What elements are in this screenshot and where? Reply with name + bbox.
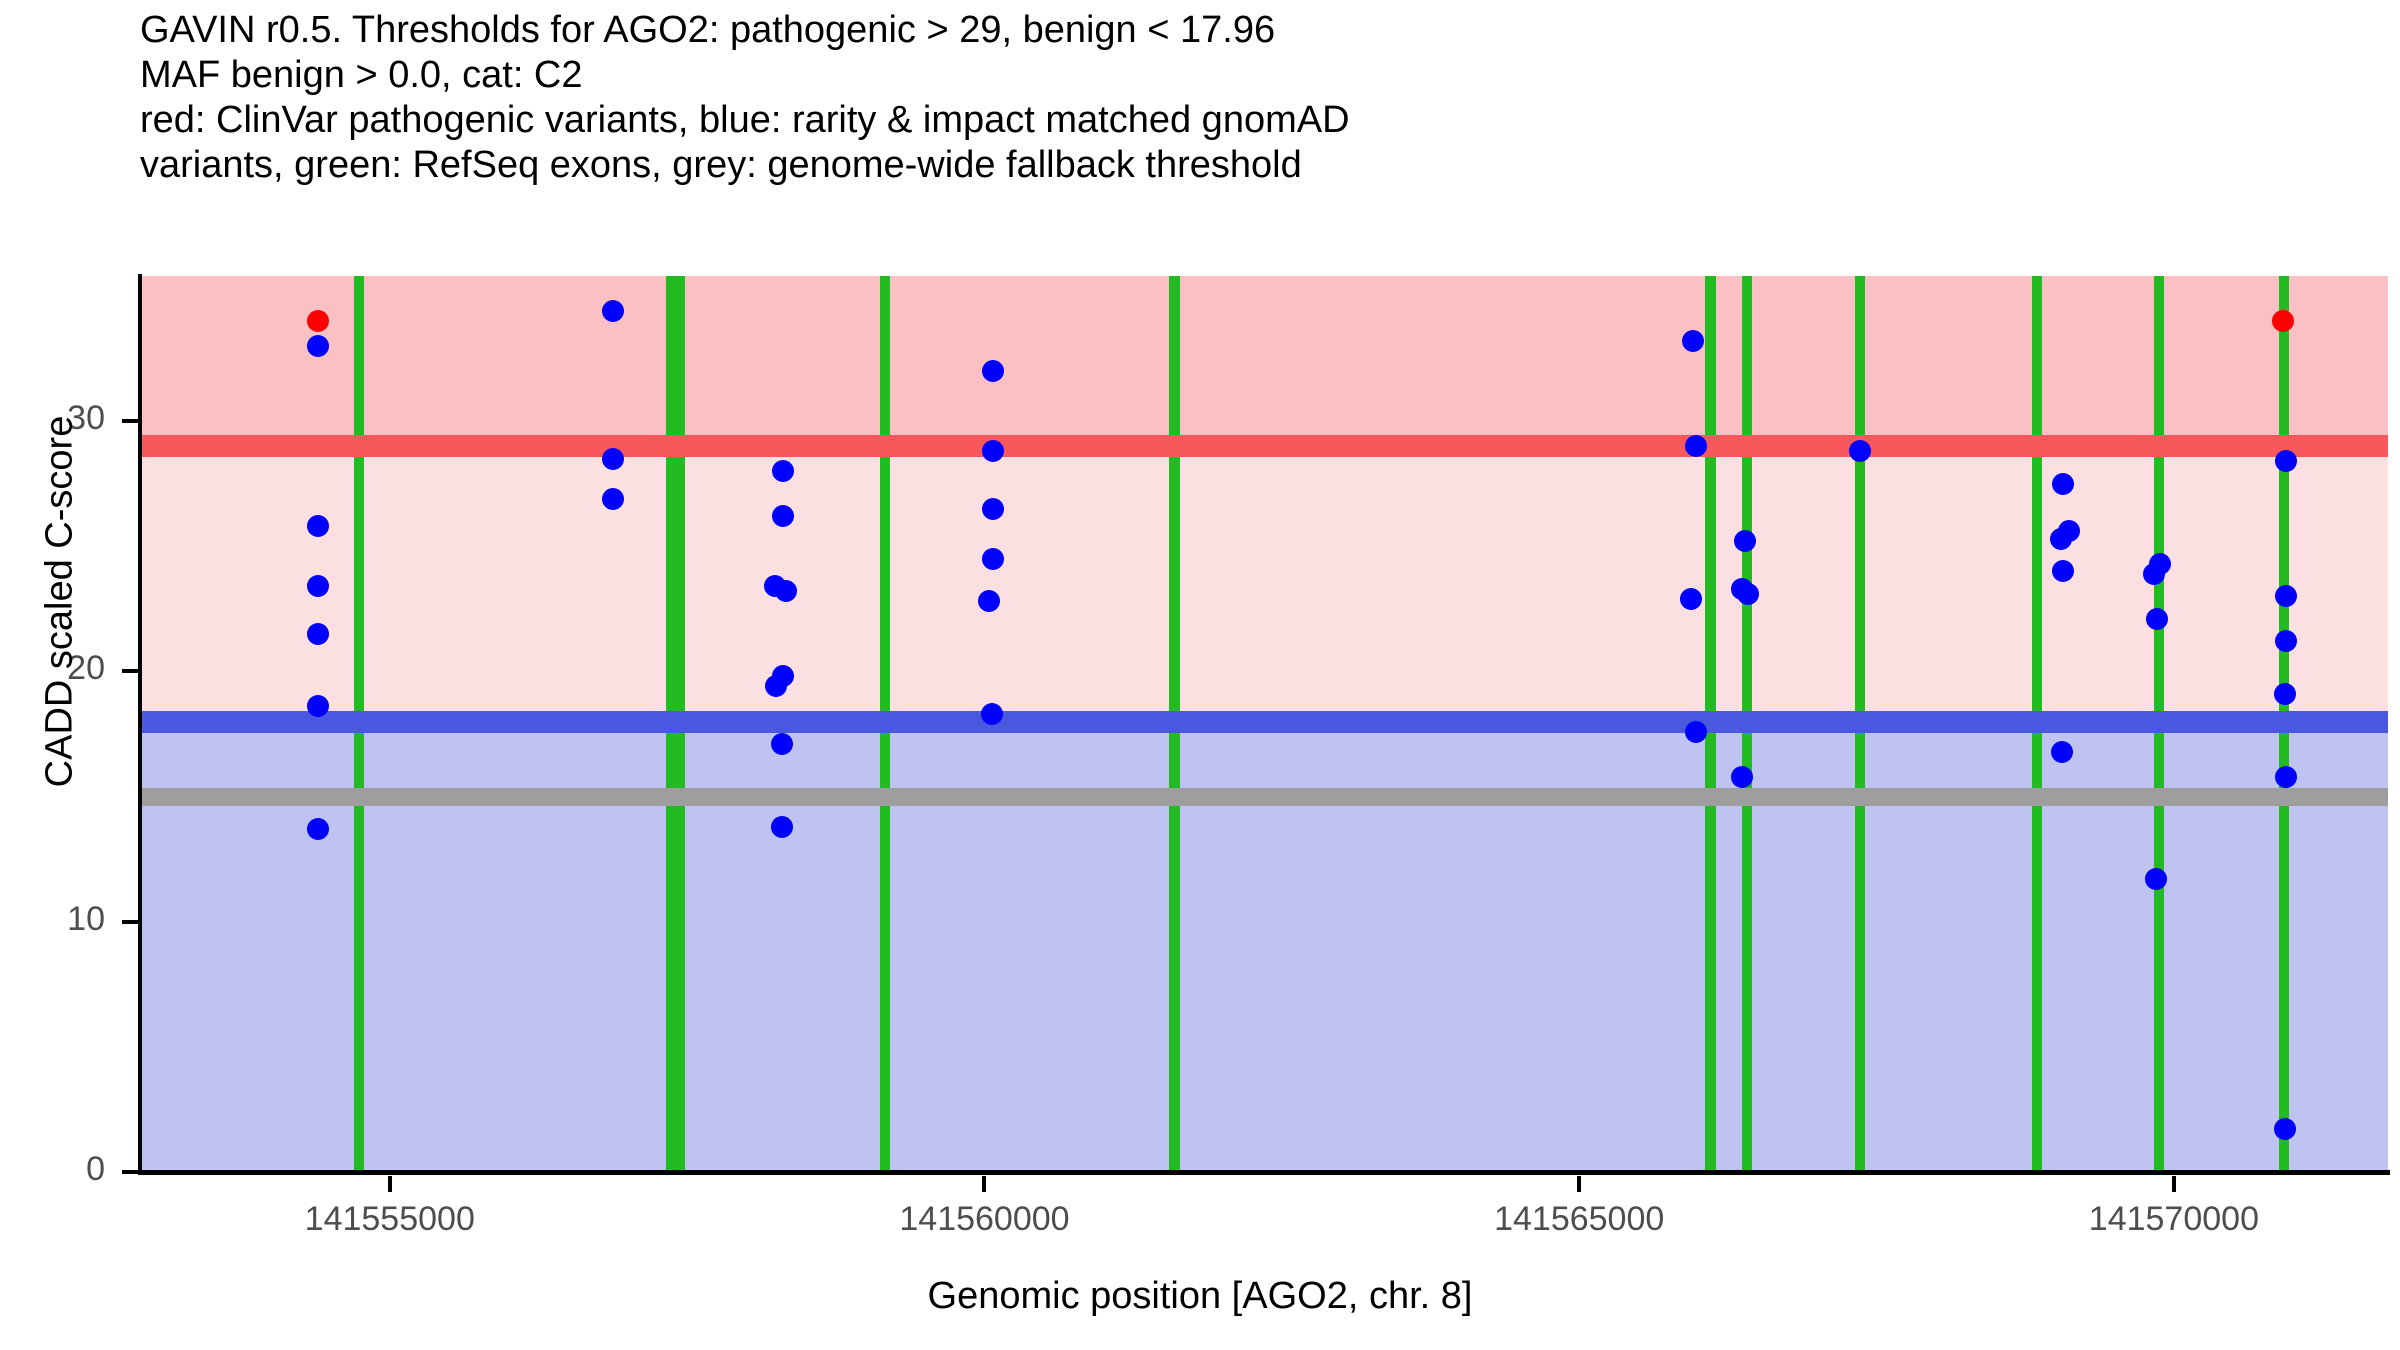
gnomad-variant-point: [2274, 765, 2297, 788]
band-ambiguous: [140, 446, 2388, 723]
y-tick: [122, 1170, 138, 1174]
gnomad-variant-point: [2145, 868, 2168, 891]
y-tick: [122, 419, 138, 424]
gnomad-variant-point: [981, 547, 1004, 570]
gnomad-variant-point: [307, 695, 330, 718]
clinvar-variant-point: [307, 310, 330, 333]
gnomad-variant-point: [602, 487, 625, 510]
gnomad-variant-point: [771, 733, 794, 756]
gnomad-variant-point: [1733, 530, 1756, 553]
benign-threshold-line: [140, 711, 2388, 734]
gnomad-variant-point: [774, 580, 797, 603]
x-tick: [2171, 1176, 2176, 1192]
gnomad-variant-point: [2142, 562, 2165, 585]
gnomad-variant-point: [765, 675, 788, 698]
y-tick-label: 0: [86, 1150, 105, 1188]
title-line-4: variants, green: RefSeq exons, grey: gen…: [140, 144, 1302, 186]
title-line-2: MAF benign > 0.0, cat: C2: [140, 54, 583, 96]
gnomad-variant-point: [1682, 330, 1705, 353]
title-line-3: red: ClinVar pathogenic variants, blue: …: [140, 99, 1350, 141]
gnomad-variant-point: [1848, 440, 1871, 463]
y-tick-label: 20: [67, 649, 105, 688]
fallback-threshold-line: [140, 787, 2388, 806]
gnomad-variant-point: [602, 447, 625, 470]
gnomad-variant-point: [981, 360, 1004, 383]
title-line-1: GAVIN r0.5. Thresholds for AGO2: pathoge…: [140, 9, 1276, 51]
gnomad-variant-point: [2274, 630, 2297, 653]
gnomad-variant-point: [1737, 582, 1760, 605]
y-axis-line: [138, 274, 142, 1174]
gnomad-variant-point: [772, 460, 795, 483]
gnomad-variant-point: [1684, 435, 1707, 458]
gnomad-variant-point: [2146, 607, 2169, 630]
gnomad-variant-point: [980, 702, 1003, 725]
gnomad-variant-point: [2049, 527, 2072, 550]
gnomad-variant-point: [981, 497, 1004, 520]
plot-title-block: GAVIN r0.5. Thresholds for AGO2: pathoge…: [140, 8, 2340, 188]
gnomad-variant-point: [307, 515, 330, 538]
x-tick-label: 141565000: [1494, 1200, 1665, 1238]
gnomad-variant-point: [1680, 587, 1702, 610]
x-tick: [1577, 1176, 1582, 1192]
x-axis-title: Genomic position [AGO2, chr. 8]: [927, 1275, 1473, 1317]
gnomad-variant-point: [2051, 740, 2074, 763]
x-tick-label: 141570000: [2088, 1200, 2259, 1238]
gnomad-variant-point: [307, 335, 330, 358]
gnomad-variant-point: [2274, 450, 2297, 473]
gnomad-variant-point: [2052, 472, 2075, 495]
x-tick-label: 141555000: [304, 1200, 475, 1238]
gnomad-variant-point: [981, 440, 1004, 463]
gnomad-variant-point: [771, 815, 794, 838]
gnomad-variant-point: [1731, 765, 1754, 788]
y-tick-label: 30: [67, 399, 105, 438]
gnomad-variant-point: [307, 575, 330, 598]
gnomad-variant-point: [772, 505, 795, 528]
x-tick: [982, 1176, 987, 1192]
gnomad-variant-point: [2052, 560, 2075, 583]
gnomad-variant-point: [978, 590, 1001, 613]
x-axis-line: [138, 1170, 2390, 1175]
gnomad-variant-point: [602, 300, 625, 323]
plot-panel: [140, 276, 2388, 1172]
y-tick-label: 10: [67, 899, 105, 938]
x-tick: [387, 1176, 392, 1192]
gnomad-variant-point: [1684, 720, 1707, 743]
gnomad-variant-point: [2273, 682, 2296, 705]
gnomad-variant-point: [307, 622, 330, 645]
gnomad-variant-point: [2273, 1118, 2296, 1141]
y-tick: [122, 669, 138, 674]
clinvar-variant-point: [2272, 310, 2295, 333]
gnomad-variant-point: [307, 818, 330, 841]
band-pathogenic: [140, 276, 2388, 447]
y-axis-title: CADD scaled C-score: [38, 415, 81, 788]
y-tick: [122, 919, 138, 924]
pathogenic-threshold-line: [140, 435, 2388, 458]
x-tick-label: 141560000: [899, 1200, 1070, 1238]
gnomad-variant-point: [2274, 585, 2297, 608]
